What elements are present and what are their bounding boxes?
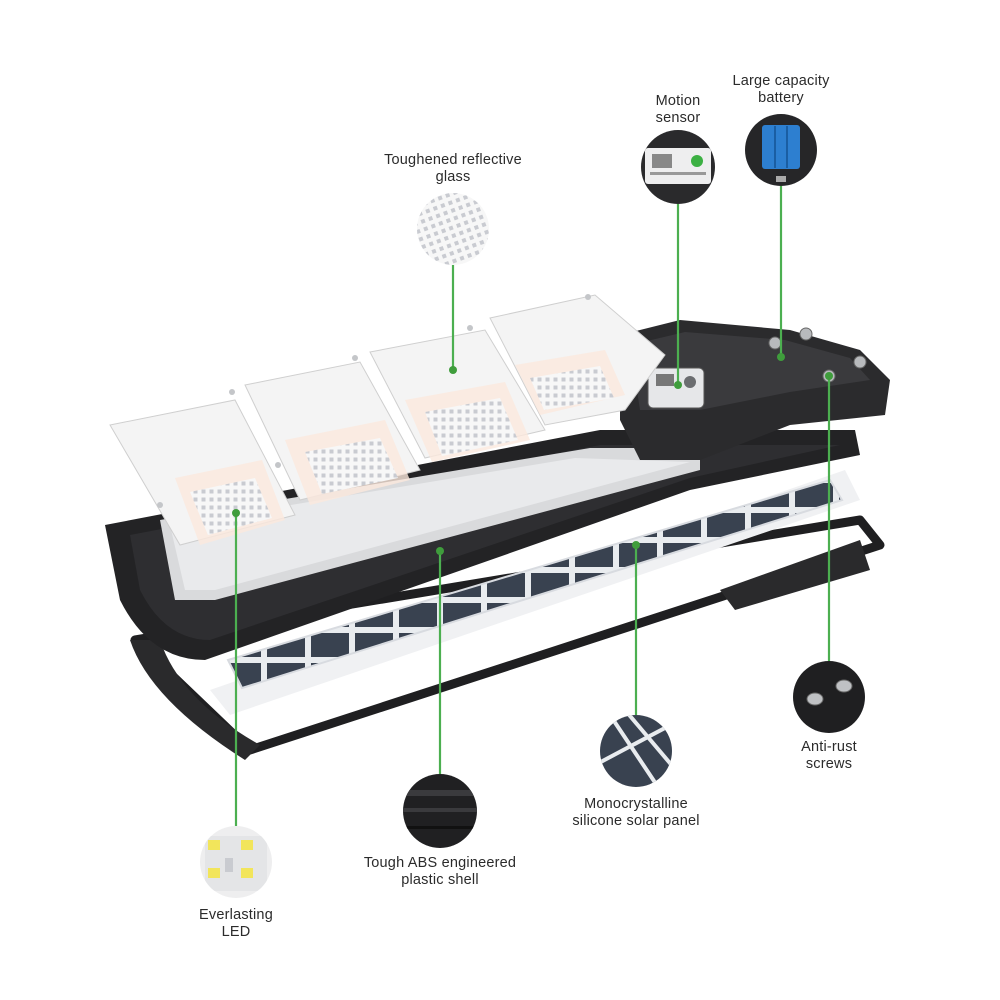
product-illustration [105, 294, 890, 760]
solar-panel [210, 470, 860, 715]
led-chip-icon [200, 826, 272, 898]
glass-detail-icon [417, 193, 489, 265]
label-abs-shell: Tough ABS engineered plastic shell [363, 855, 517, 888]
abs-shell-housing [105, 430, 860, 660]
reflector-module [244, 361, 421, 505]
reflector-module [109, 399, 296, 546]
label-anti-rust-screws: Anti-rust screws [801, 739, 857, 772]
reflector-module [369, 329, 546, 462]
battery-icon [745, 114, 817, 186]
solar-cell-icon [600, 715, 672, 787]
screws-icon [793, 661, 865, 733]
motion-sensor-icon [641, 130, 715, 204]
label-solar-panel: Monocrystalline silicone solar panel [572, 796, 700, 829]
abs-shell-icon [403, 774, 477, 848]
reflector-module [489, 294, 666, 426]
label-toughened-glass: Toughened reflective glass [384, 152, 522, 185]
glass-reflector-modules [109, 294, 666, 546]
leader-lines [234, 186, 831, 826]
label-battery: Large capacity battery [732, 73, 830, 106]
label-everlasting-led: Everlasting LED [199, 907, 273, 940]
label-motion-sensor: Motion sensor [655, 93, 701, 126]
leader-dots [232, 353, 833, 555]
